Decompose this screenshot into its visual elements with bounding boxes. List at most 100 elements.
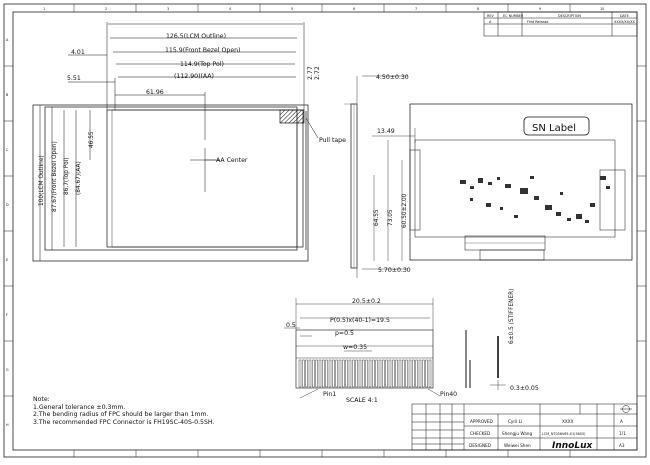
dim-fpc-left-0-5: 0.5 xyxy=(286,322,296,329)
title-rev: A xyxy=(620,419,623,424)
fpc-pad xyxy=(382,359,385,388)
note-line-3: 3.The recommended FPC Connector is FH19S… xyxy=(33,418,215,426)
dim-top-pol: 114.9(Top Pol) xyxy=(180,61,224,68)
dim-2-77: 2.77 xyxy=(307,66,314,80)
aa-outline xyxy=(111,109,298,248)
fpc-pad xyxy=(315,359,318,388)
dim-front-bezel: 115.9(Front Bezel Open) xyxy=(165,47,240,54)
rev-header-rev: REV xyxy=(487,14,494,18)
col-label-8: 8 xyxy=(477,7,479,11)
fpc-pad xyxy=(338,359,342,388)
col-label-6: 6 xyxy=(353,7,355,11)
title-block xyxy=(411,403,638,451)
dim-v-front-bezel: 87.67(Front Bezel Open) xyxy=(52,141,58,212)
col-label-1: 1 xyxy=(43,7,45,11)
dim-fpc-thickness: 0.3±0.05 xyxy=(510,385,539,392)
dim-fpc-width: 20.5±0.2 xyxy=(352,298,381,305)
row-label-d: D xyxy=(6,203,9,207)
dim-side-bottom: 5.70±0.30 xyxy=(378,267,411,274)
dim-5-51: 5.51 xyxy=(67,75,81,82)
fpc-pad xyxy=(325,359,328,388)
back-chassis xyxy=(409,103,633,261)
outer-frame xyxy=(3,3,647,458)
col-label-2: 2 xyxy=(105,7,107,11)
note-line-1: 1.General tolerance ±0.3mm. xyxy=(33,403,126,411)
front-bezel-open xyxy=(44,106,298,251)
col-label-4: 4 xyxy=(229,7,231,11)
fpc-pad xyxy=(328,359,332,388)
dim-2-72: 2.72 xyxy=(314,66,321,80)
fpc-pad xyxy=(395,359,398,388)
front-view-horizontal-dims xyxy=(68,22,305,140)
back-pcb xyxy=(414,139,616,238)
fpc-pad xyxy=(322,359,325,388)
fpc-pad xyxy=(408,359,412,388)
sn-label-box xyxy=(523,116,590,136)
fpc-pad xyxy=(298,359,302,388)
fpc-pad xyxy=(392,359,395,388)
dim-4-01: 4.01 xyxy=(71,49,85,56)
fpc-pad xyxy=(402,359,405,388)
dim-64-55: 64.55 xyxy=(374,209,380,226)
row-label-h: H xyxy=(6,423,9,427)
row-label-f: F xyxy=(6,313,8,317)
fpc-pad xyxy=(308,359,312,388)
fpc-pad xyxy=(332,359,335,388)
dim-aa: (112.90)(AA) xyxy=(174,73,214,80)
label-aa-center: AA Center xyxy=(216,157,248,164)
fpc-pad xyxy=(342,359,345,388)
fpc-pad xyxy=(428,359,432,388)
col-label-9: 9 xyxy=(539,7,541,11)
label-pin40: Pin40 xyxy=(440,391,457,398)
grid-column-labels: 1 2 3 4 5 6 7 8 9 10 xyxy=(43,4,604,457)
fpc-pad xyxy=(318,359,322,388)
fpc-pad xyxy=(312,359,315,388)
lcm-outline xyxy=(32,104,309,262)
dim-side-top: 4.50±0.30 xyxy=(376,74,409,81)
sn-label-text: SN Label xyxy=(532,123,576,134)
note-line-2: 2.The bending radius of FPC should be la… xyxy=(33,411,209,419)
fpc-pad xyxy=(302,359,305,388)
fpc-pad xyxy=(422,359,425,388)
rev-header-ec: EC NUMBER xyxy=(503,14,524,18)
row-label-a: A xyxy=(6,38,9,42)
fpc-pad xyxy=(348,359,352,388)
dim-stiffener: 6±0.5 (STIFFENER) xyxy=(509,289,515,344)
dim-13-49: 13.49 xyxy=(377,128,395,135)
fpc-pad xyxy=(345,359,348,388)
fpc-pad xyxy=(335,359,338,388)
dim-73-05: 73.05 xyxy=(388,209,394,226)
fpc-pad xyxy=(368,359,372,388)
notes-title: Note: xyxy=(33,396,50,403)
title-checked-label: CHECKED xyxy=(470,431,490,436)
row-label-b: B xyxy=(6,93,9,97)
fpc-pad xyxy=(385,359,388,388)
innolux-logo: InnoLux xyxy=(552,441,593,451)
fpc-pad xyxy=(358,359,362,388)
fpc-detail xyxy=(284,298,506,399)
row-label-c: C xyxy=(6,148,9,152)
row-label-g: G xyxy=(6,368,9,372)
dim-lcm-outline: 126.5(LCM Outline) xyxy=(166,33,226,40)
title-checked-name: Shengju Wang xyxy=(502,431,532,436)
dim-61-96: 61.96 xyxy=(146,89,164,96)
notes-block: Note: 1.General tolerance ±0.3mm. 2.The … xyxy=(33,396,214,426)
dim-fpc-pitch: p=0.5 xyxy=(335,330,354,337)
col-label-10: 10 xyxy=(600,7,604,11)
title-doc-no: XXXX xyxy=(562,419,574,424)
fpc-pad xyxy=(362,359,365,388)
col-label-7: 7 xyxy=(415,7,417,11)
title-designed-label: DESIGNED xyxy=(469,443,491,448)
fpc-pad xyxy=(355,359,358,388)
title-approved-name: Cyril Li xyxy=(508,419,522,424)
dim-v-46-55: 46.55 xyxy=(89,131,95,148)
rev-header-desc: DESCRIPTION xyxy=(558,14,581,18)
dim-fpc-pitch-formula: P(0.5)x(40-1)=19.5 xyxy=(330,317,390,324)
title-size: A3 xyxy=(619,443,625,448)
title-part-desc: LCM_NT056V65-X1(5603) xyxy=(542,432,586,436)
title-sheet: 1/1 xyxy=(619,431,626,436)
col-label-3: 3 xyxy=(167,7,169,11)
fpc-pad xyxy=(412,359,415,388)
grid-row-labels: A B C D E F G H xyxy=(4,38,646,427)
